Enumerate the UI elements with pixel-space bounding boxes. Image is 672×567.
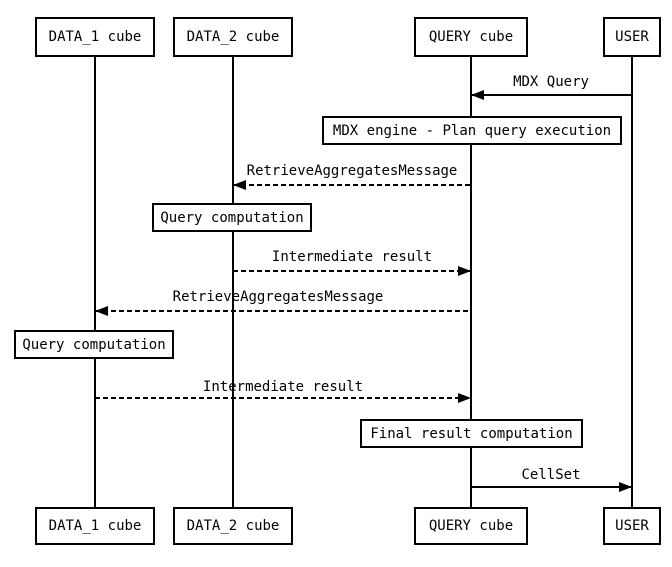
message-label-cellset: CellSet: [521, 467, 581, 483]
message-label-intermediate-result-1: Intermediate result: [271, 249, 433, 265]
message-line-cellset: [471, 486, 632, 488]
arrowhead-cellset: [619, 482, 632, 492]
message-line-retrieve-aggregates-2: [95, 310, 471, 312]
message-label-retrieve-aggregates-2: RetrieveAggregatesMessage: [172, 289, 384, 305]
actor-top-data-2-cube: DATA_2 cube: [173, 17, 293, 57]
process-box-final-result-computation: Final result computation: [360, 419, 583, 448]
message-label-mdx-query: MDX Query: [513, 74, 589, 90]
lifeline-user: [631, 56, 633, 508]
process-box-query-computation-data-2: Query computation: [152, 203, 312, 232]
message-line-retrieve-aggregates-1: [233, 184, 471, 186]
arrowhead-retrieve-aggregates-1: [233, 180, 246, 190]
actor-top-user: USER: [603, 17, 661, 57]
arrowhead-intermediate-result-2: [458, 393, 471, 403]
actor-bottom-query-cube: QUERY cube: [414, 507, 528, 545]
actor-top-query-cube: QUERY cube: [414, 17, 528, 57]
arrowhead-intermediate-result-1: [458, 266, 471, 276]
process-box-query-computation-data-1: Query computation: [14, 330, 174, 359]
lifeline-data-1-cube: [94, 56, 96, 508]
process-box-mdx-engine-plan-query-execution: MDX engine - Plan query execution: [322, 116, 622, 145]
message-label-retrieve-aggregates-1: RetrieveAggregatesMessage: [246, 163, 458, 179]
actor-bottom-data-2-cube: DATA_2 cube: [173, 507, 293, 545]
lifeline-query-cube: [470, 56, 472, 508]
actor-bottom-user: USER: [603, 507, 661, 545]
actor-top-data-1-cube: DATA_1 cube: [35, 17, 155, 57]
message-label-intermediate-result-2: Intermediate result: [202, 379, 364, 395]
actor-bottom-data-1-cube: DATA_1 cube: [35, 507, 155, 545]
arrowhead-retrieve-aggregates-2: [95, 306, 108, 316]
lifeline-data-2-cube: [232, 56, 234, 508]
message-line-mdx-query: [471, 94, 632, 96]
message-line-intermediate-result-1: [233, 270, 471, 272]
message-line-intermediate-result-2: [95, 397, 471, 399]
arrowhead-mdx-query: [471, 90, 484, 100]
